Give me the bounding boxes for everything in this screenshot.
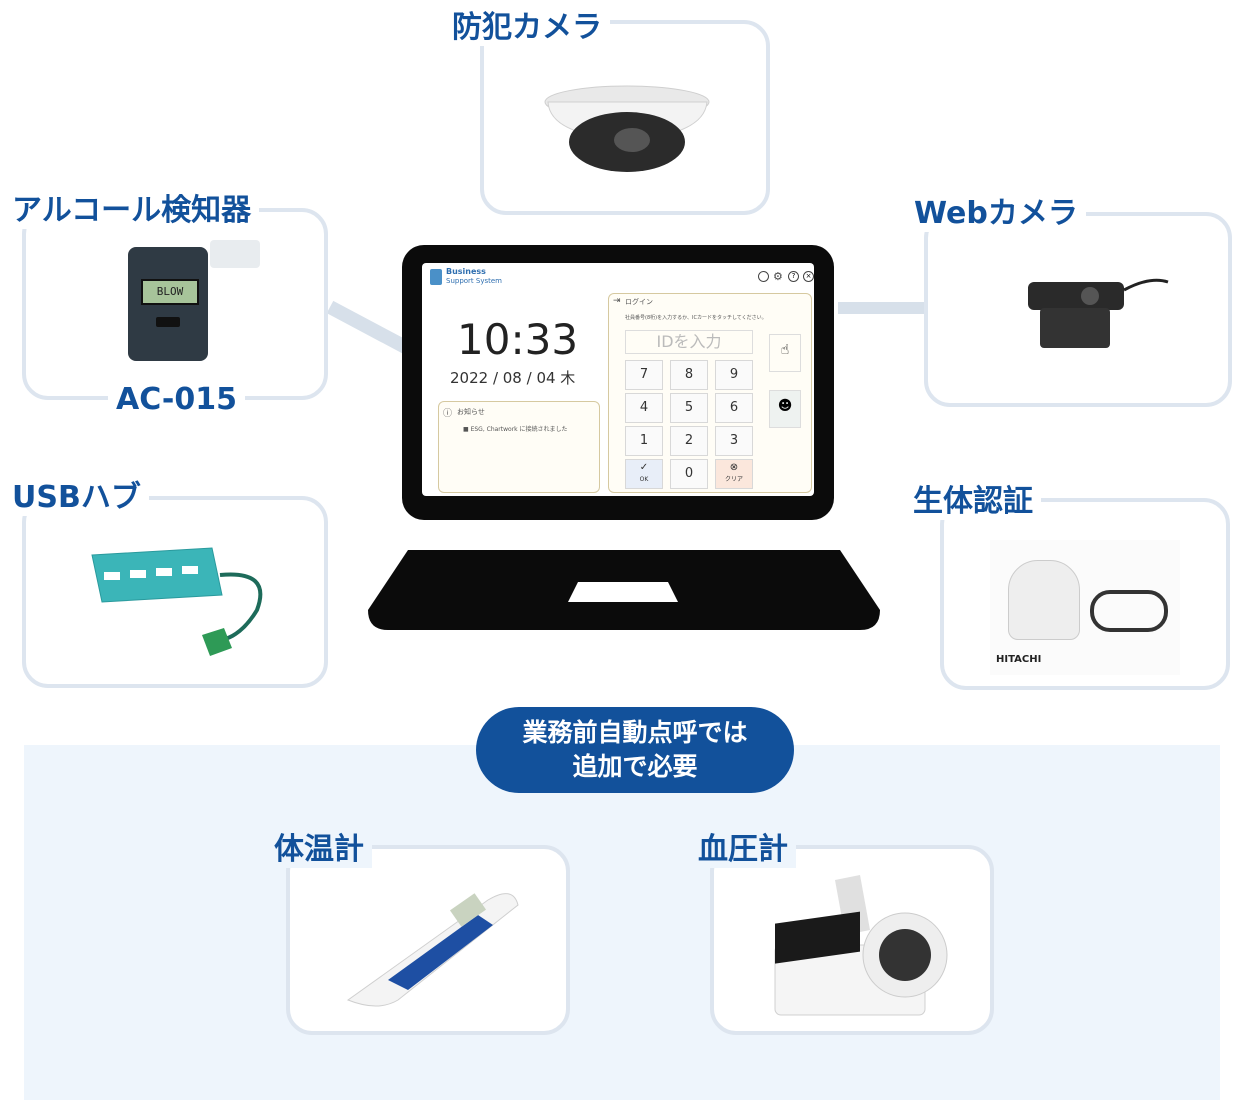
biometric-cable bbox=[1090, 590, 1168, 632]
usb-hub-card bbox=[22, 496, 328, 688]
biometric-label: 生体認証 bbox=[905, 484, 1041, 520]
key-5[interactable]: 5 bbox=[670, 393, 708, 423]
biometric-brand: HITACHI bbox=[996, 654, 1042, 665]
additional-devices-panel bbox=[24, 745, 1220, 1100]
refresh-icon[interactable] bbox=[758, 271, 769, 282]
laptop-base bbox=[368, 550, 880, 630]
usb-hub-image bbox=[91, 547, 263, 656]
notice-item: ■ ESG, Chartwork に接続されました bbox=[463, 426, 568, 433]
alcohol-checker-image: BLOW bbox=[128, 247, 208, 361]
notice-panel: ⓘ お知らせ ■ ESG, Chartwork に接続されました bbox=[438, 401, 600, 493]
thermometer-label: 体温計 bbox=[266, 832, 372, 868]
key-4[interactable]: 4 bbox=[625, 393, 663, 423]
login-panel: ⇥ ログイン 社員番号(8桁)を入力するか、ICカードをタッチしてください。 I… bbox=[608, 293, 812, 493]
usb-hub-label: USBハブ bbox=[4, 480, 149, 516]
alcohol-button bbox=[156, 317, 180, 327]
alcohol-display: BLOW bbox=[141, 279, 199, 305]
touch-icon[interactable]: ☝ bbox=[769, 334, 801, 372]
login-label: ログイン bbox=[625, 298, 653, 306]
key-6[interactable]: 6 bbox=[715, 393, 753, 423]
thermometer-image bbox=[346, 893, 519, 1007]
login-icon: ⇥ bbox=[613, 296, 621, 306]
clear-button[interactable]: ⊗ クリア bbox=[715, 459, 753, 489]
id-input[interactable]: IDを入力 bbox=[625, 330, 753, 354]
ok-button[interactable]: ✓ OK bbox=[625, 459, 663, 489]
biometric-scanner bbox=[1008, 560, 1080, 640]
key-9[interactable]: 9 bbox=[715, 360, 753, 390]
help-icon[interactable]: ? bbox=[788, 271, 799, 282]
web-camera-image bbox=[1028, 278, 1169, 348]
app-subname: Support System bbox=[446, 277, 502, 285]
info-icon: ⓘ bbox=[443, 409, 453, 419]
key-3[interactable]: 3 bbox=[715, 426, 753, 456]
clock-date: 2022 / 08 / 04 木 bbox=[450, 369, 576, 387]
alcohol-checker-cap bbox=[210, 240, 260, 268]
thermometer-card bbox=[286, 845, 570, 1035]
key-8[interactable]: 8 bbox=[670, 360, 708, 390]
notice-title: お知らせ bbox=[457, 408, 485, 416]
web-camera-card bbox=[924, 212, 1232, 407]
gear-icon[interactable]: ⚙ bbox=[773, 270, 783, 283]
connector-webcam bbox=[838, 302, 930, 314]
web-camera-label: Webカメラ bbox=[906, 196, 1086, 232]
check-icon: ✓ bbox=[639, 462, 649, 473]
close-icon[interactable]: × bbox=[803, 271, 814, 282]
extra-required-badge: 業務前自動点呼では 追加で必要 bbox=[476, 707, 794, 793]
app-name: Business bbox=[446, 267, 486, 276]
clear-icon: ⊗ bbox=[729, 462, 739, 473]
key-2[interactable]: 2 bbox=[670, 426, 708, 456]
app-logo-icon bbox=[430, 269, 442, 285]
app-screen: Business Support System ⚙ ? × 10:33 2022… bbox=[422, 263, 814, 496]
key-7[interactable]: 7 bbox=[625, 360, 663, 390]
blood-pressure-label: 血圧計 bbox=[690, 832, 796, 868]
alcohol-model-label: AC-015 bbox=[108, 382, 245, 418]
biometric-image: HITACHI bbox=[990, 540, 1180, 675]
face-auth-icon[interactable]: ☻ bbox=[769, 390, 801, 428]
alcohol-checker-label: アルコール検知器 bbox=[4, 193, 260, 229]
dome-camera-image bbox=[544, 85, 710, 172]
ok-label: OK bbox=[639, 476, 649, 483]
extra-line2: 追加で必要 bbox=[572, 752, 698, 781]
key-1[interactable]: 1 bbox=[625, 426, 663, 456]
login-description: 社員番号(8桁)を入力するか、ICカードをタッチしてください。 bbox=[625, 315, 767, 321]
blood-pressure-image bbox=[774, 875, 948, 1016]
clock-time: 10:33 bbox=[457, 315, 579, 364]
extra-line1: 業務前自動点呼では bbox=[522, 718, 748, 747]
security-camera-label: 防犯カメラ bbox=[444, 10, 610, 46]
key-0[interactable]: 0 bbox=[670, 459, 708, 489]
laptop-screen: Business Support System ⚙ ? × 10:33 2022… bbox=[402, 245, 834, 520]
clear-label: クリア bbox=[724, 476, 743, 483]
